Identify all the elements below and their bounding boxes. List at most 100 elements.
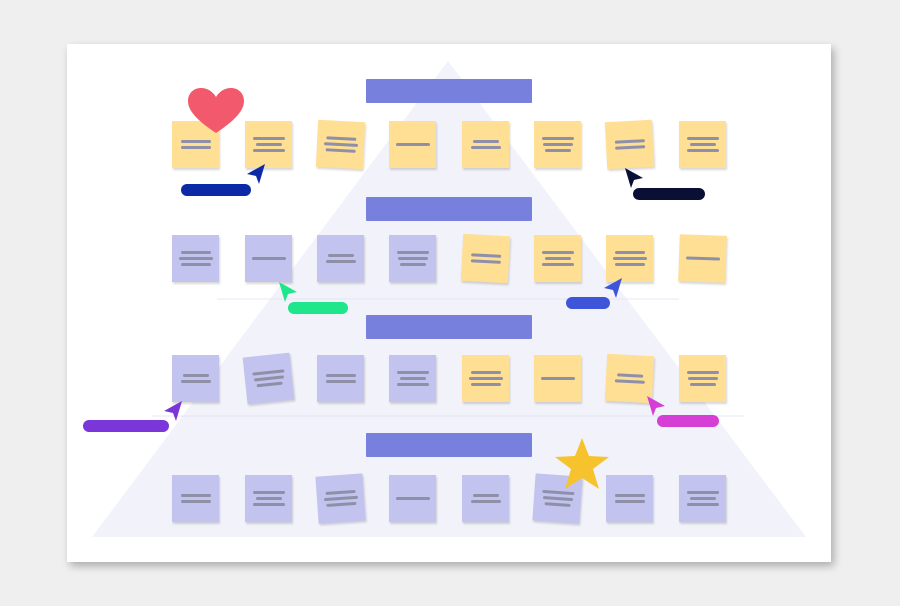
note-text-line [544,502,571,507]
note-text-line [614,379,645,384]
sticky-note-purple[interactable] [606,475,653,522]
sticky-note-purple[interactable] [389,475,436,522]
note-text-line [323,495,358,502]
note-text-line [327,254,354,257]
note-text-line [251,257,286,260]
sticky-note-purple[interactable] [317,355,364,402]
cursor-black-arrow-icon [625,168,643,188]
note-text-line [616,373,643,378]
note-text-line [252,503,285,506]
note-text-line [396,371,429,374]
sticky-note-yellow[interactable] [462,355,509,402]
note-text-line [470,371,501,374]
sticky-note-purple[interactable] [245,235,292,282]
note-text-line [470,146,501,149]
note-text-line [180,140,211,143]
note-text-line [540,377,575,380]
note-text-line [255,497,282,500]
sticky-note-yellow[interactable] [534,121,581,168]
sticky-note-purple[interactable] [172,355,219,402]
sticky-note-yellow[interactable] [245,121,292,168]
sticky-note-yellow[interactable] [606,235,653,282]
sticky-note-yellow[interactable] [315,119,366,170]
note-text-line [470,259,501,264]
note-text-line [251,369,284,376]
pyramid-level-3-header[interactable] [366,315,532,339]
note-text-line [399,377,426,380]
note-text-line [180,500,211,503]
sticky-note-yellow[interactable] [462,121,509,168]
note-text-line [614,494,645,497]
note-text-line [614,145,645,150]
sticky-note-yellow[interactable] [679,355,726,402]
sticky-note-yellow[interactable] [679,121,726,168]
note-text-line [325,260,356,263]
sticky-note-yellow[interactable] [534,355,581,402]
note-text-line [399,263,426,266]
note-text-line [685,256,720,261]
cursor-violet-tag [83,420,169,432]
star-icon [555,438,609,489]
sticky-note-yellow[interactable] [460,233,511,284]
note-text-line [612,257,647,260]
note-text-line [325,380,356,383]
note-text-line [468,377,503,380]
note-text-line [614,263,645,266]
sticky-note-purple[interactable] [389,235,436,282]
sticky-note-purple[interactable] [172,235,219,282]
note-text-line [472,494,499,497]
cursor-black-tag [633,188,705,200]
pyramid-level-2-header[interactable] [366,197,532,221]
note-text-line [256,381,283,388]
note-text-line [180,263,211,266]
note-text-line [252,137,285,140]
note-text-line [687,377,718,380]
note-text-line [178,257,213,260]
note-text-line [689,143,716,146]
sticky-note-yellow[interactable] [604,119,655,170]
sticky-note-purple[interactable] [242,352,295,405]
whiteboard-canvas[interactable] [67,44,831,562]
note-text-line [614,139,645,144]
heart-icon [188,88,244,133]
note-text-line [544,257,571,260]
note-text-line [395,143,430,146]
note-text-line [542,143,573,146]
note-text-line [689,497,716,500]
note-text-line [252,491,285,494]
sticky-note-purple[interactable] [679,475,726,522]
sticky-note-purple[interactable] [315,473,366,524]
note-text-line [325,136,356,141]
note-text-line [541,251,574,254]
note-text-line [180,494,211,497]
note-text-line [470,500,501,503]
sticky-note-purple[interactable] [389,355,436,402]
sticky-note-yellow[interactable] [534,235,581,282]
sticky-note-purple[interactable] [317,235,364,282]
note-text-line [253,375,284,382]
sticky-note-purple[interactable] [462,475,509,522]
note-text-line [325,501,356,508]
note-text-line [323,142,358,147]
sticky-note-purple[interactable] [245,475,292,522]
cursor-green-arrow-icon [279,282,297,302]
sticky-note-purple[interactable] [172,475,219,522]
note-text-line [470,383,501,386]
cursor-blue-arrow-icon [604,278,622,298]
note-text-line [180,251,211,254]
cursor-navy-arrow-icon [247,164,265,184]
pyramid-level-4-header[interactable] [366,433,532,457]
note-text-line [472,140,499,143]
note-text-line [686,137,719,140]
cursor-blue-tag [566,297,610,309]
pyramid-level-1-header[interactable] [366,79,532,103]
note-text-line [614,251,645,254]
sticky-note-yellow[interactable] [678,234,727,283]
note-text-line [180,380,211,383]
sticky-note-yellow[interactable] [389,121,436,168]
note-text-line [686,371,719,374]
cursor-navy-tag [181,184,251,196]
note-text-line [689,383,716,386]
note-text-line [614,500,645,503]
note-text-line [542,495,573,502]
